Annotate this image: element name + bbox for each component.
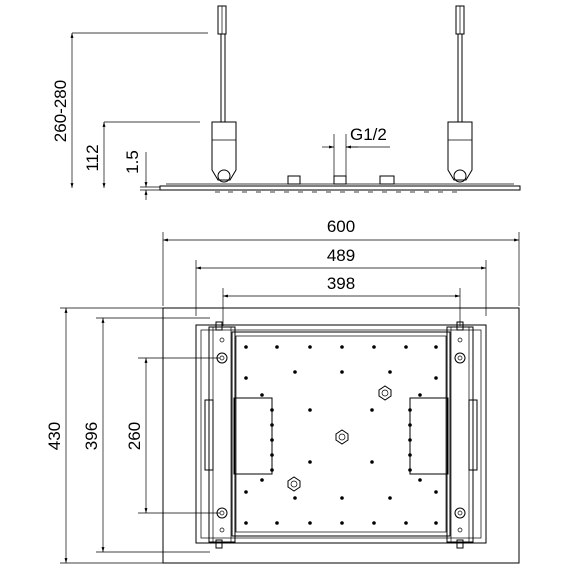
shower-plate-outline <box>162 307 520 564</box>
inlet-nuts <box>287 385 392 492</box>
shower-plate-side <box>159 185 521 191</box>
dim-outer-width: 600 <box>327 217 355 236</box>
dim-thread: G1/2 <box>350 125 387 144</box>
side-view: 260-280 112 1.5 G1/2 <box>51 5 521 200</box>
mounting-frame <box>195 324 487 544</box>
dim-bracket-spacing: 398 <box>327 274 355 293</box>
nozzle-dots <box>244 345 438 525</box>
right-hanger-side <box>447 5 473 183</box>
dim-frame-width: 489 <box>327 246 355 265</box>
dim-bracket-height: 112 <box>83 144 102 171</box>
dim-plate-thickness: 1.5 <box>123 150 142 174</box>
left-bracket-bar <box>204 321 236 549</box>
dim-height-adjust: 260-280 <box>51 80 70 142</box>
dim-outer-depth: 430 <box>45 422 64 450</box>
dim-bracket-length: 260 <box>125 422 144 450</box>
dim-frame-depth: 396 <box>82 422 101 450</box>
left-hanger-side <box>211 5 237 183</box>
top-view: 600 489 398 430 396 260 <box>45 217 520 564</box>
right-bracket-bar <box>446 321 478 549</box>
